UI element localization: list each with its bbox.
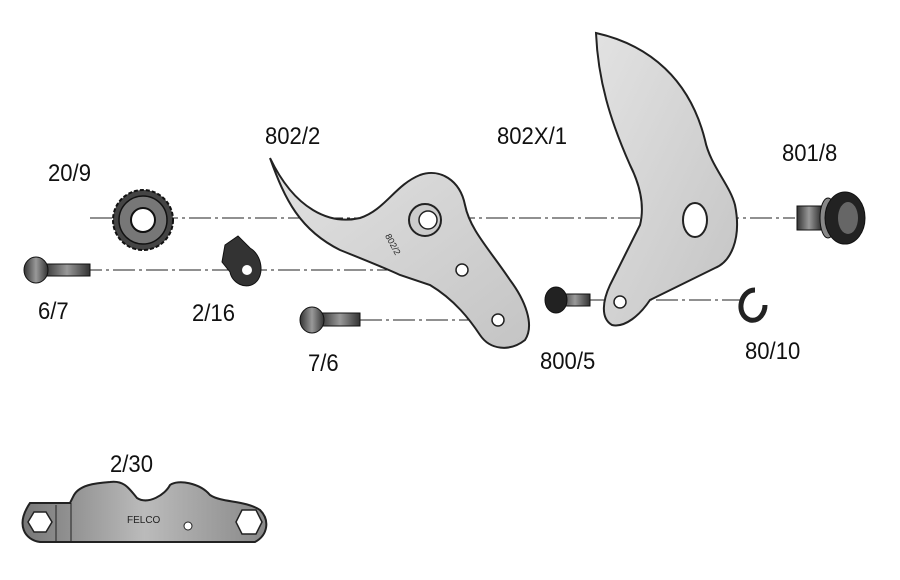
label-20-9: 20/9 xyxy=(48,160,91,187)
part-20-9-gear xyxy=(112,189,174,251)
part-802-2-blade xyxy=(269,157,530,349)
part-7-6-screw xyxy=(299,306,361,334)
wrench-logo: FELCO xyxy=(127,515,161,526)
part-2-16-plate xyxy=(221,235,262,287)
label-801-8: 801/8 xyxy=(782,140,838,167)
label-802-2: 802/2 xyxy=(265,123,321,150)
part-6-7-screw xyxy=(23,256,91,284)
label-800-5: 800/5 xyxy=(540,348,596,375)
label-2-30: 2/30 xyxy=(110,451,153,478)
part-802x-1-blade xyxy=(594,31,739,327)
label-6-7: 6/7 xyxy=(38,298,69,325)
part-801-8-bolt xyxy=(796,191,866,245)
label-7-6: 7/6 xyxy=(308,350,339,377)
part-800-5-pin xyxy=(544,286,591,314)
label-80-10: 80/10 xyxy=(745,338,801,365)
label-802x-1: 802X/1 xyxy=(497,123,567,150)
part-2-30-wrench xyxy=(21,480,268,543)
part-80-10-clip xyxy=(738,287,768,323)
label-2-16: 2/16 xyxy=(192,300,235,327)
